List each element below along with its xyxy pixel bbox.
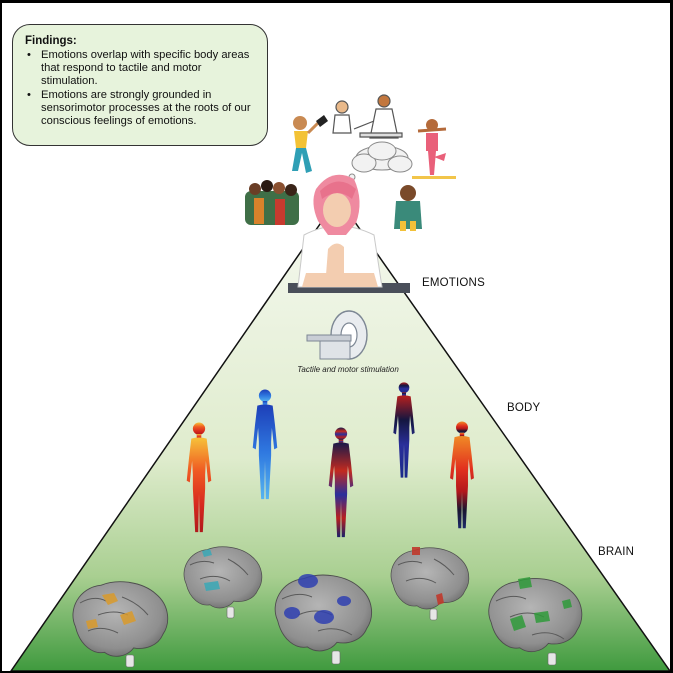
finding-item: Emotions are strongly grounded in sensor… — [25, 89, 259, 128]
level-label-emotions: EMOTIONS — [422, 277, 485, 289]
yoga-figure — [412, 119, 456, 179]
brain-teal — [183, 546, 263, 619]
mri-scanner-icon — [306, 310, 368, 360]
brain-green — [488, 577, 583, 666]
doctor-patient-figure — [332, 94, 403, 139]
thinking-woman-figure — [288, 174, 410, 293]
thought-cloud-icon — [342, 141, 413, 186]
findings-box: Findings: Emotions overlap with specific… — [12, 24, 268, 146]
dancing-figure — [292, 115, 328, 173]
level-label-brain: BRAIN — [598, 546, 635, 558]
group-hug-figure — [245, 180, 299, 225]
sad-figure — [394, 185, 422, 231]
scanner-caption: Tactile and motor stimulation — [297, 365, 399, 374]
findings-list: Emotions overlap with specific body area… — [25, 49, 259, 128]
brain-red — [390, 547, 470, 621]
brain-orange — [72, 581, 169, 668]
finding-item: Emotions overlap with specific body area… — [25, 49, 259, 88]
level-label-body: BODY — [507, 402, 541, 414]
findings-title: Findings: — [25, 35, 77, 47]
brain-blue — [274, 574, 373, 665]
emotions-cluster — [245, 94, 456, 293]
pyramid-illustration — [10, 94, 670, 671]
